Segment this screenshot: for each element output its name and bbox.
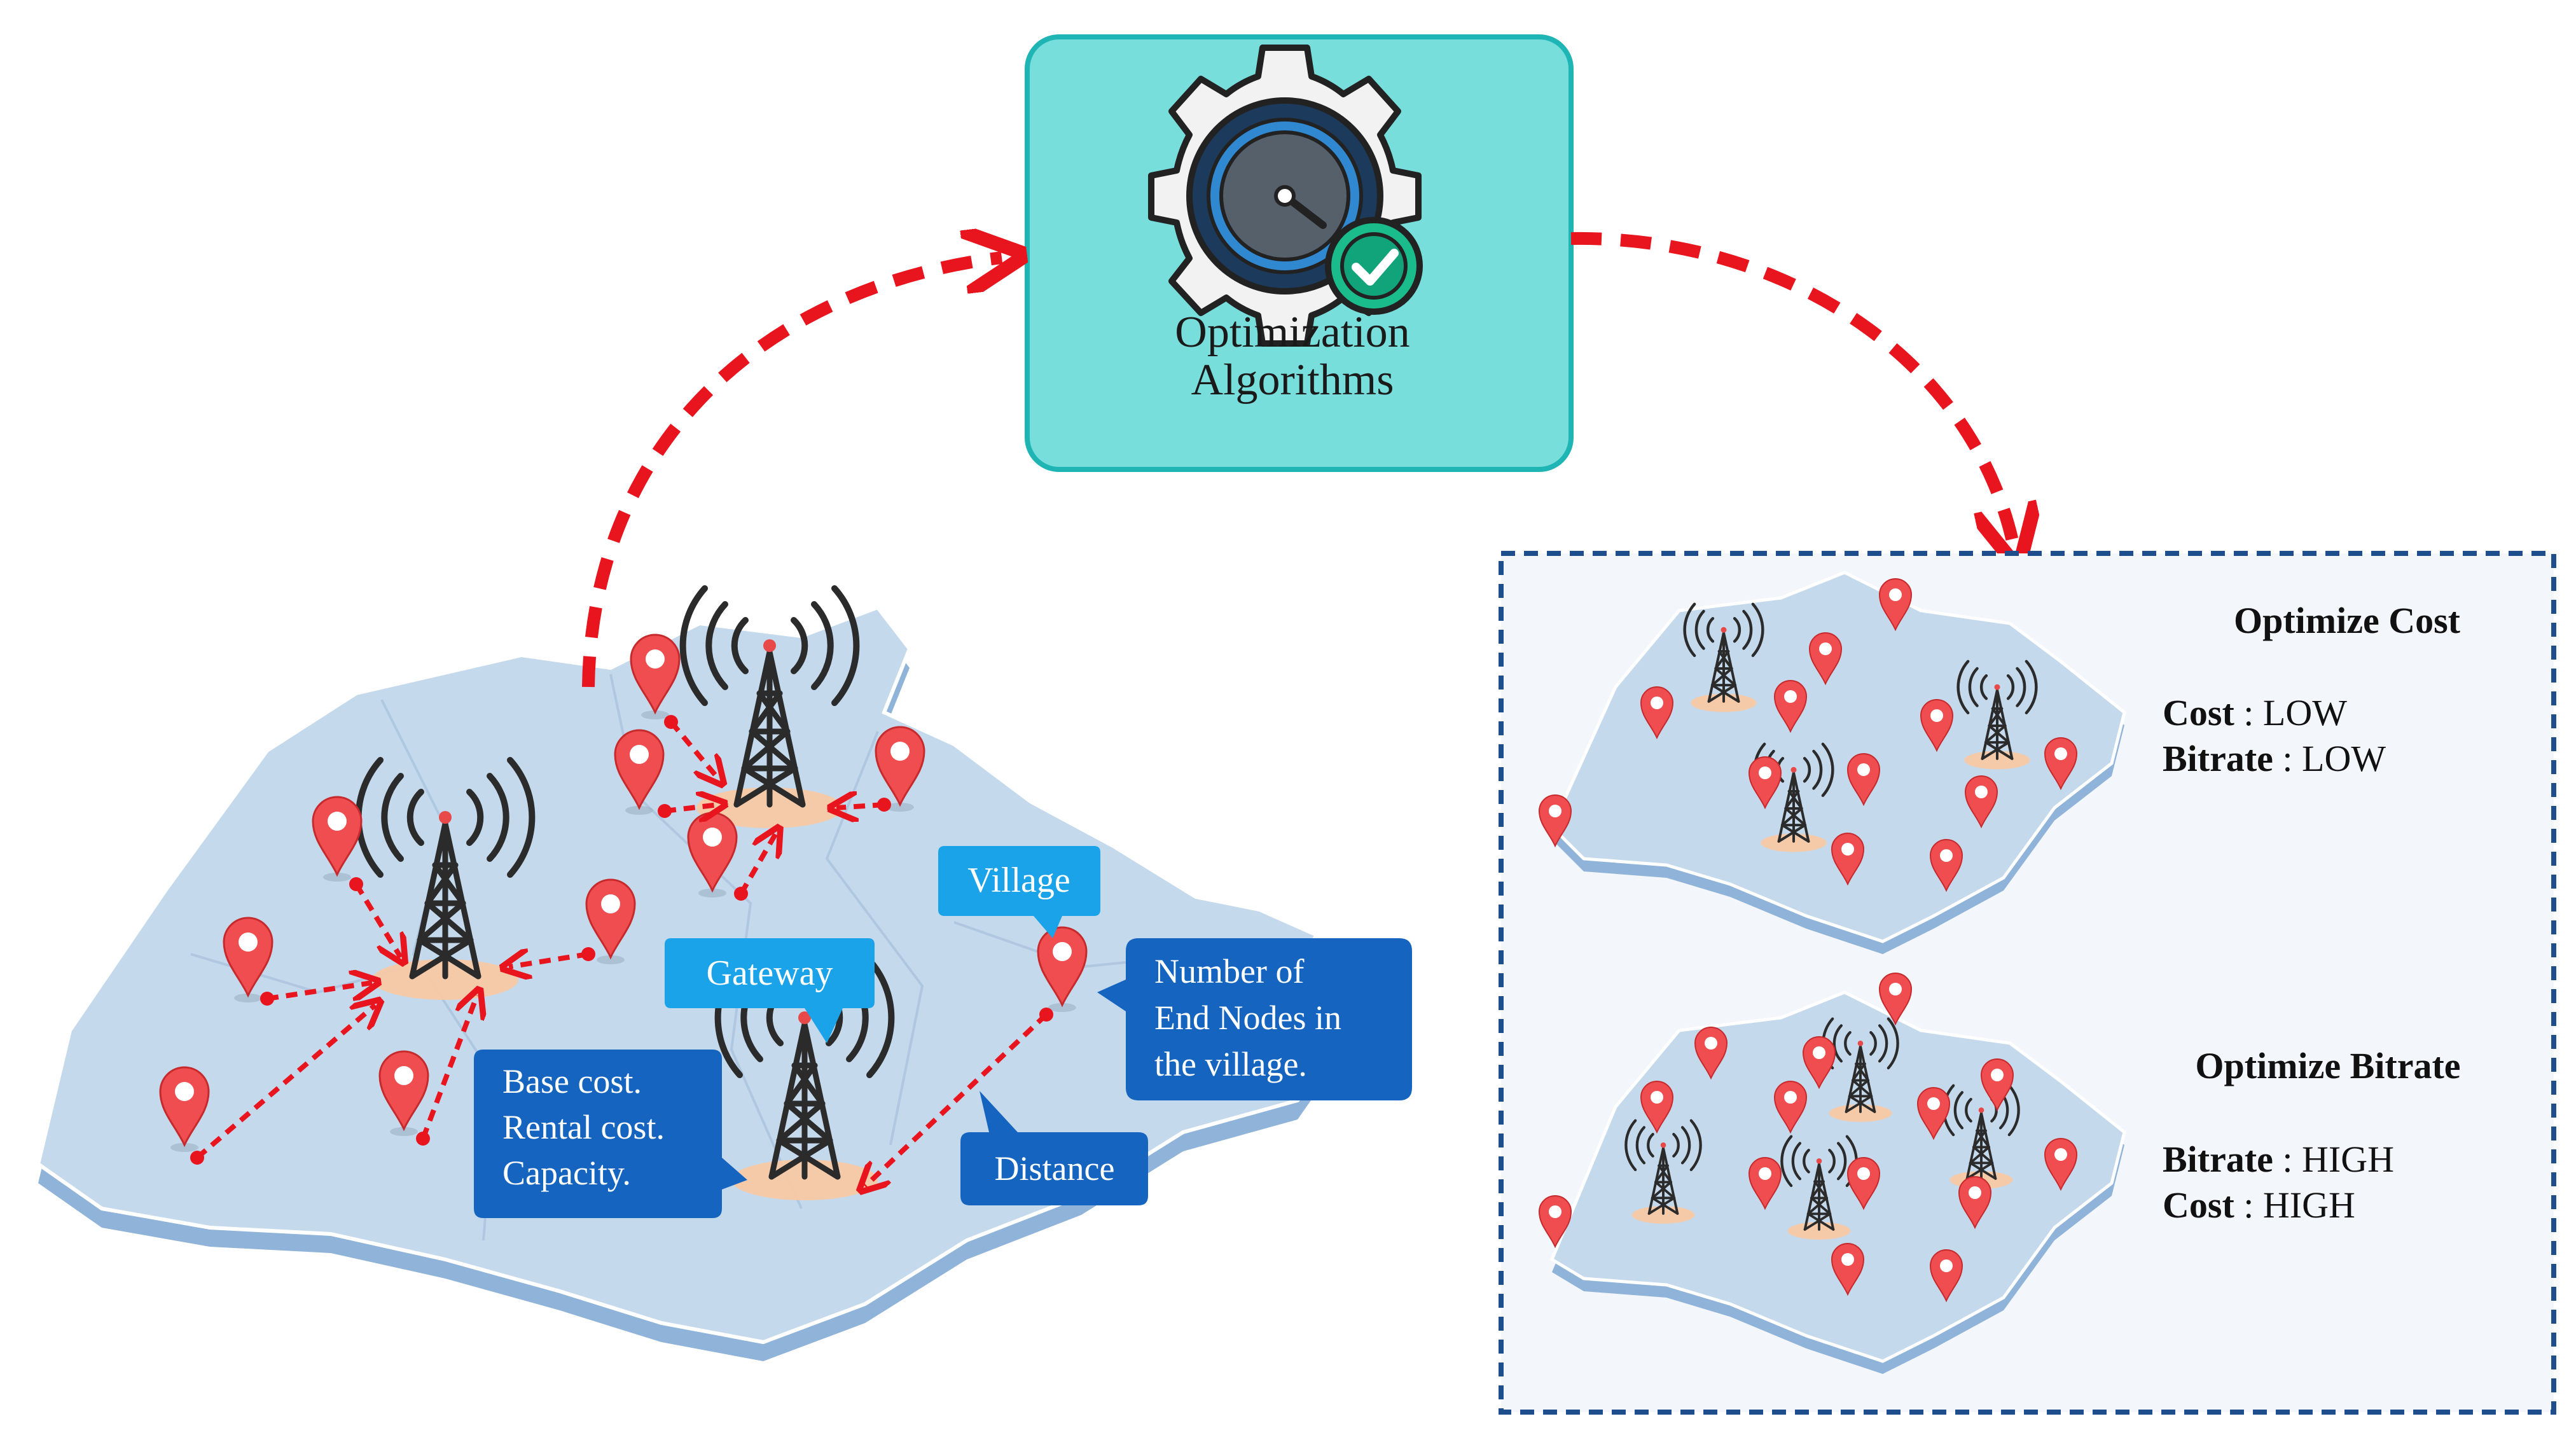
left-link-dots: [190, 715, 1053, 1165]
gear-gauge-check-icon: [1148, 45, 1423, 347]
cost-optimized-map: [1539, 571, 2126, 954]
village-properties-text: Number of End Nodes in the village.: [1154, 952, 1350, 1083]
village-properties-callout: Number of End Nodes in the village.: [1097, 938, 1412, 1100]
bitrate-panel-title: Optimize Bitrate: [2195, 1045, 2460, 1086]
gateway-callout: Gateway: [665, 938, 875, 1043]
village-callout: Village: [938, 846, 1100, 938]
cost-panel-title: Optimize Cost: [2234, 600, 2461, 641]
cost-panel-row2: Bitrate : LOW: [2163, 738, 2386, 779]
input-arrow: [582, 258, 1002, 688]
optimizer-title-line1: Optimization: [1175, 308, 1409, 357]
optimizer-title-line2: Algorithms: [1191, 356, 1394, 405]
bitrate-panel-row2: Cost : HIGH: [2163, 1184, 2355, 1226]
gateway-properties-text: Base cost. Rental cost. Capacity.: [502, 1062, 673, 1192]
gateway-properties-callout: Base cost. Rental cost. Capacity.: [474, 1050, 747, 1218]
bitrate-panel-row1: Bitrate : HIGH: [2163, 1139, 2394, 1180]
distance-label: Distance: [995, 1149, 1115, 1188]
village-label: Village: [967, 861, 1070, 900]
output-arrow: [1570, 232, 2013, 544]
distance-callout: Distance: [960, 1091, 1148, 1205]
optimizer-box: Optimization Algorithms: [1025, 34, 1574, 472]
left-links: [195, 720, 1048, 1186]
cost-panel-row1: Cost : LOW: [2163, 692, 2347, 733]
bitrate-optimized-map: [1539, 973, 2126, 1374]
gateway-label: Gateway: [706, 953, 833, 993]
